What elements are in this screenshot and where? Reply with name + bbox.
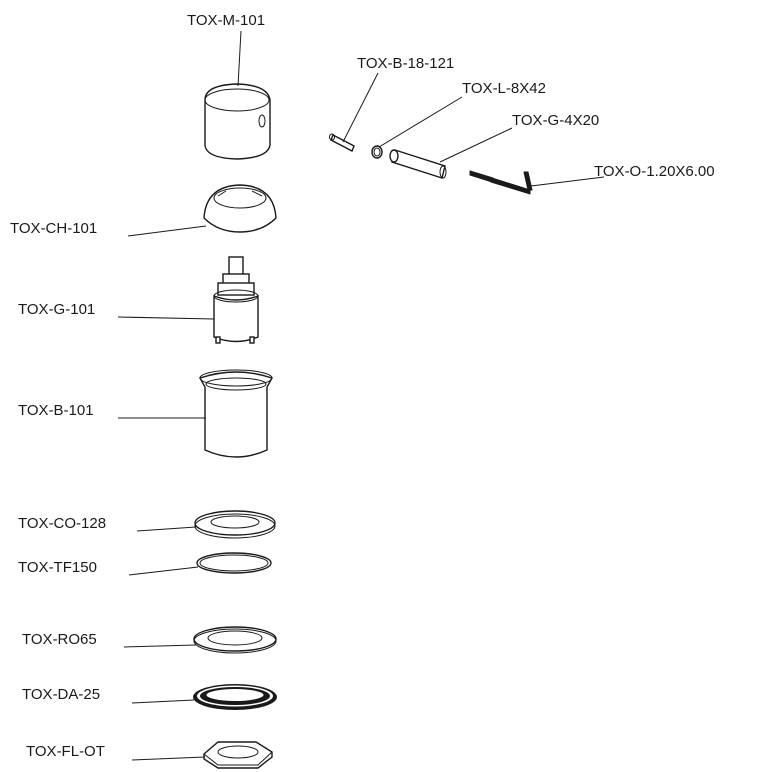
label-b101: TOX-B-101 [18, 402, 94, 419]
label-da25: TOX-DA-25 [22, 686, 100, 703]
label-co128: TOX-CO-128 [18, 515, 106, 532]
label-tf150: TOX-TF150 [18, 559, 97, 576]
leader-ro65 [123, 644, 197, 648]
leader-flot [131, 756, 206, 761]
part-tf150-oring [196, 552, 272, 574]
leader-l8 [378, 96, 463, 148]
part-b18-pin [329, 133, 355, 152]
part-ro65-washer [193, 626, 277, 654]
leader-da25 [131, 699, 195, 704]
label-g4: TOX-G-4X20 [512, 112, 599, 129]
leader-g4 [439, 127, 513, 163]
part-o120-hexkey [469, 170, 533, 195]
label-flot: TOX-FL-OT [26, 743, 105, 760]
label-l8: TOX-L-8X42 [462, 80, 546, 97]
leader-g101 [117, 316, 215, 320]
part-co128-washer [194, 510, 276, 539]
label-ch101: TOX-CH-101 [10, 220, 97, 237]
part-b101-sleeve [198, 369, 274, 458]
leader-m101 [237, 30, 242, 87]
part-l8-oring [371, 145, 383, 159]
part-g101-cartridge [213, 256, 259, 344]
leader-tf150 [128, 566, 199, 576]
label-m101: TOX-M-101 [187, 12, 265, 29]
label-ro65: TOX-RO65 [22, 631, 97, 648]
part-ch101-dome [203, 184, 277, 233]
label-o120: TOX-O-1.20X6.00 [594, 163, 715, 180]
leader-b18 [342, 72, 379, 143]
leader-ch101 [127, 225, 207, 237]
label-b18: TOX-B-18-121 [357, 55, 454, 72]
label-g101: TOX-G-101 [18, 301, 95, 318]
leader-co128 [136, 526, 197, 532]
leader-o120 [530, 176, 605, 187]
part-g4-pin [389, 149, 447, 179]
part-da25-gasket [193, 684, 277, 710]
part-flot-hexnut [203, 741, 273, 769]
part-m101-cap [204, 83, 271, 160]
